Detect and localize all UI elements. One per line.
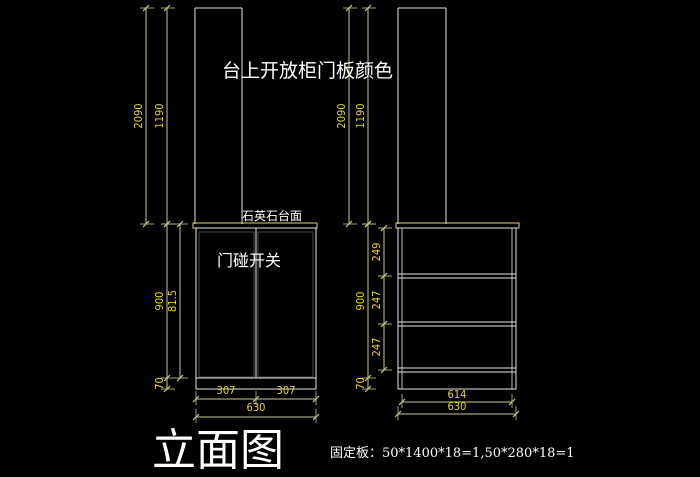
front-door-height-label-0: 81.5 (166, 290, 179, 312)
side-upper-height-label-0: 1190 (354, 103, 367, 128)
door-switch-note: 门碰开关 (217, 251, 282, 270)
open-cabinet-note: 台上开放柜门板颜色 (222, 60, 394, 82)
front-door-right (257, 231, 314, 378)
side-shelf-heights-label-0: 249 (370, 243, 383, 262)
countertop-note: 石英石台面 (242, 209, 303, 223)
side-base-height-label-0: 900 (354, 292, 367, 311)
view-title: 立面图 (152, 425, 284, 476)
front-door-left (198, 231, 255, 378)
front-total-width-label-0: 630 (247, 401, 266, 414)
front-door-widths-label-1: 307 (277, 384, 296, 397)
side-base-cabinet (397, 227, 517, 390)
side-total-width-label-0: 630 (448, 400, 467, 413)
structure-lines (192, 7, 520, 390)
front-total-height-label-0: 2090 (132, 103, 145, 128)
front-base-height-label-0: 900 (153, 292, 166, 311)
side-shelf-heights-label-1: 247 (370, 291, 383, 310)
fixed-board-note: 固定板：50*1400*18=1,50*280*18=1 (330, 446, 575, 461)
side-shelf-heights-label-2: 247 (370, 338, 383, 357)
front-upper-height-label-0: 1190 (153, 103, 166, 128)
side-base-height-label-1: 70 (354, 377, 367, 390)
dimension-lines: 2090 1190 900 70 81.5 307 307 630 2090 1190 900 70 2… (132, 4, 520, 423)
side-inner-width-label-0: 614 (448, 388, 467, 401)
side-countertop (395, 222, 520, 229)
front-base-height-label-1: 70 (153, 377, 166, 390)
side-total-height-label-0: 2090 (335, 103, 348, 128)
front-door-widths-label-0: 307 (217, 384, 236, 397)
